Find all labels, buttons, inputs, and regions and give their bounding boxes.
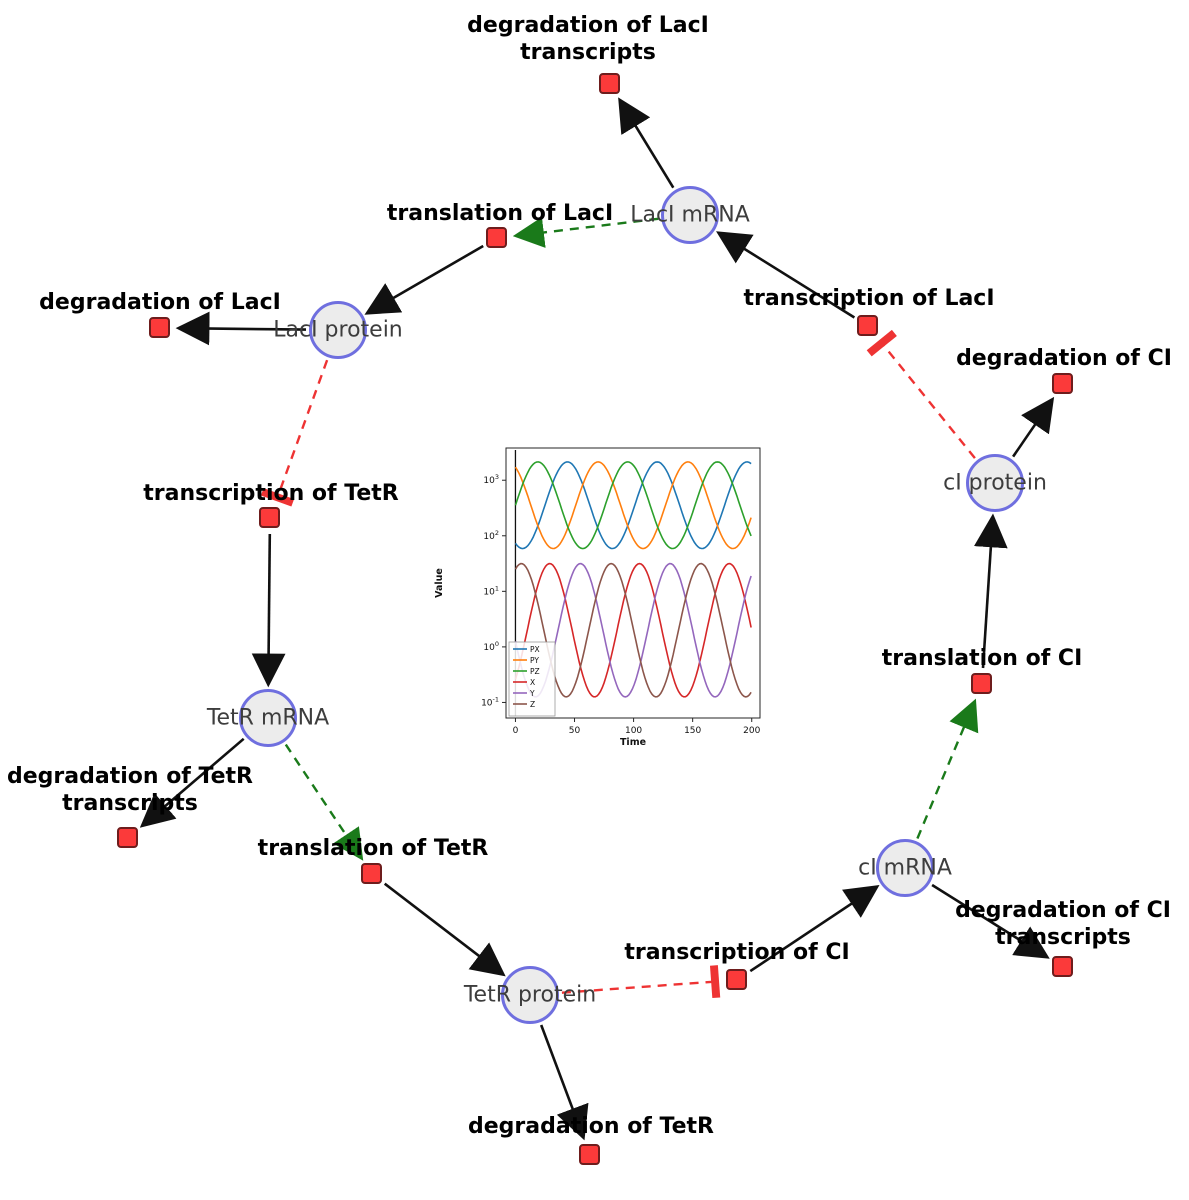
reaction-label-deg_ci: degradation of CI <box>956 345 1172 372</box>
edge-ci_mrna-to-translation_ci[interactable] <box>916 698 979 839</box>
edge-ci_mrna-to-deg_ci_tx[interactable] <box>931 883 1050 959</box>
chart-y-tick-label: 101 <box>483 584 499 597</box>
chart-legend-label-X: X <box>530 678 535 687</box>
reaction-label-line: degradation of CI <box>955 898 1171 923</box>
series-line-X <box>514 562 752 698</box>
series-line-PX <box>514 461 752 550</box>
reaction-label-transcription_ci: transcription of CI <box>624 939 849 966</box>
reaction-label-line: transcription of TetR <box>143 481 399 506</box>
edge-laci_mrna-to-deg_laci_tx[interactable] <box>618 97 675 189</box>
reaction-label-translation_ci: translation of CI <box>882 645 1083 672</box>
reaction-label-line: translation of LacI <box>386 201 614 226</box>
reaction-label-line: transcripts <box>62 791 198 816</box>
reaction-label-line: transcription of CI <box>624 940 850 965</box>
edge-tetr_protein-to-deg_tetr[interactable] <box>539 1024 589 1141</box>
edge-tetr_protein-to-transcription_ci[interactable] <box>561 965 721 999</box>
reaction-label-line: translation of CI <box>881 646 1083 671</box>
reaction-node-deg_laci[interactable] <box>149 317 170 338</box>
series-line-PY <box>514 461 752 550</box>
chart-y-tick-label: 10-1 <box>481 695 499 708</box>
species-node-laci_mrna[interactable] <box>661 186 719 244</box>
edge-laci_protein-to-deg_laci[interactable] <box>175 311 307 346</box>
chart-legend-label-PZ: PZ <box>530 667 540 676</box>
reaction-node-transcription_tetr[interactable] <box>259 507 280 528</box>
reaction-node-deg_tetr_tx[interactable] <box>117 827 138 848</box>
edge-tetr_mrna-to-deg_tetr_tx[interactable] <box>139 737 245 828</box>
edge-translation_laci-to-laci_protein[interactable] <box>364 244 484 315</box>
chart-x-tick-label: 0 <box>513 726 519 736</box>
species-node-ci_protein[interactable] <box>966 454 1024 512</box>
edge-translation_tetr-to-tetr_protein[interactable] <box>383 882 506 977</box>
reaction-label-line: translation of TetR <box>257 836 489 861</box>
reaction-label-line: degradation of TetR <box>467 1114 715 1139</box>
chart-x-tick-label: 100 <box>625 726 642 736</box>
reaction-node-deg_laci_tx[interactable] <box>599 73 620 94</box>
reaction-node-translation_ci[interactable] <box>971 673 992 694</box>
chart-y-tick-label: 102 <box>483 529 499 542</box>
chart-x-tick-label: 150 <box>684 726 701 736</box>
reaction-label-transcription_tetr: transcription of TetR <box>143 480 398 507</box>
edge-ci_protein-to-transcription_laci[interactable] <box>866 329 976 459</box>
species-label-tetr_protein: TetR protein <box>463 982 597 1008</box>
species-label-ci_protein: cI protein <box>943 470 1047 496</box>
edge-tetr_mrna-to-translation_tetr[interactable] <box>284 743 364 861</box>
reaction-node-deg_ci_tx[interactable] <box>1052 956 1073 977</box>
reaction-label-deg_laci: degradation of LacI <box>39 289 281 316</box>
chart-x-axis-title: Time <box>620 737 646 748</box>
species-node-laci_protein[interactable] <box>309 301 367 359</box>
edge-transcription_tetr-to-tetr_mrna[interactable] <box>251 533 286 688</box>
reaction-label-deg_tetr: degradation of TetR <box>468 1113 714 1140</box>
reaction-node-transcription_laci[interactable] <box>857 315 878 336</box>
reaction-node-deg_ci[interactable] <box>1052 373 1073 394</box>
chart-y-tick-label: 100 <box>483 640 499 653</box>
series-line-PZ <box>514 461 752 550</box>
reaction-label-line: degradation of LacI <box>467 13 709 38</box>
species-label-tetr_mrna: TetR mRNA <box>206 705 330 731</box>
reaction-label-line: transcription of LacI <box>743 286 995 311</box>
species-node-ci_mrna[interactable] <box>876 839 934 897</box>
reaction-node-translation_tetr[interactable] <box>361 863 382 884</box>
chart-y-tick-label: 103 <box>483 473 499 486</box>
species-label-laci_mrna: LacI mRNA <box>630 202 750 228</box>
edge-ci_protein-to-deg_ci[interactable] <box>1012 396 1055 458</box>
reaction-label-translation_laci: translation of LacI <box>387 200 613 227</box>
edge-laci_mrna-to-translation_laci[interactable] <box>512 216 659 248</box>
reaction-label-transcription_laci: transcription of LacI <box>743 285 994 312</box>
species-node-tetr_protein[interactable] <box>501 966 559 1024</box>
reaction-node-translation_laci[interactable] <box>486 227 507 248</box>
reaction-label-line: degradation of CI <box>956 346 1172 371</box>
chart-x-tick-label: 200 <box>743 726 760 736</box>
chart-legend-label-Z: Z <box>530 700 535 709</box>
species-label-ci_mrna: cI mRNA <box>858 855 952 881</box>
chart-legend-label-Y: Y <box>529 689 535 698</box>
chart-y-axis-title: Value <box>434 568 445 598</box>
chart-legend-label-PY: PY <box>530 656 539 665</box>
edge-laci_protein-to-transcription_tetr[interactable] <box>260 359 329 507</box>
reaction-label-line: transcripts <box>520 40 656 65</box>
reaction-node-transcription_ci[interactable] <box>726 969 747 990</box>
edge-transcription_laci-to-laci_mrna[interactable] <box>716 231 856 319</box>
reaction-label-translation_tetr: translation of TetR <box>258 835 489 862</box>
species-label-laci_protein: LacI protein <box>273 317 403 343</box>
edge-translation_ci-to-ci_protein[interactable] <box>973 513 1008 669</box>
chart-legend-label-PX: PX <box>530 645 540 654</box>
species-node-tetr_mrna[interactable] <box>239 689 297 747</box>
reaction-node-deg_tetr[interactable] <box>579 1144 600 1165</box>
reaction-label-line: degradation of LacI <box>39 290 281 315</box>
reaction-label-line: transcripts <box>995 925 1131 950</box>
edge-transcription_ci-to-ci_mrna[interactable] <box>749 885 880 973</box>
chart-x-tick-label: 50 <box>569 726 581 736</box>
reaction-label-line: degradation of TetR <box>6 764 254 789</box>
